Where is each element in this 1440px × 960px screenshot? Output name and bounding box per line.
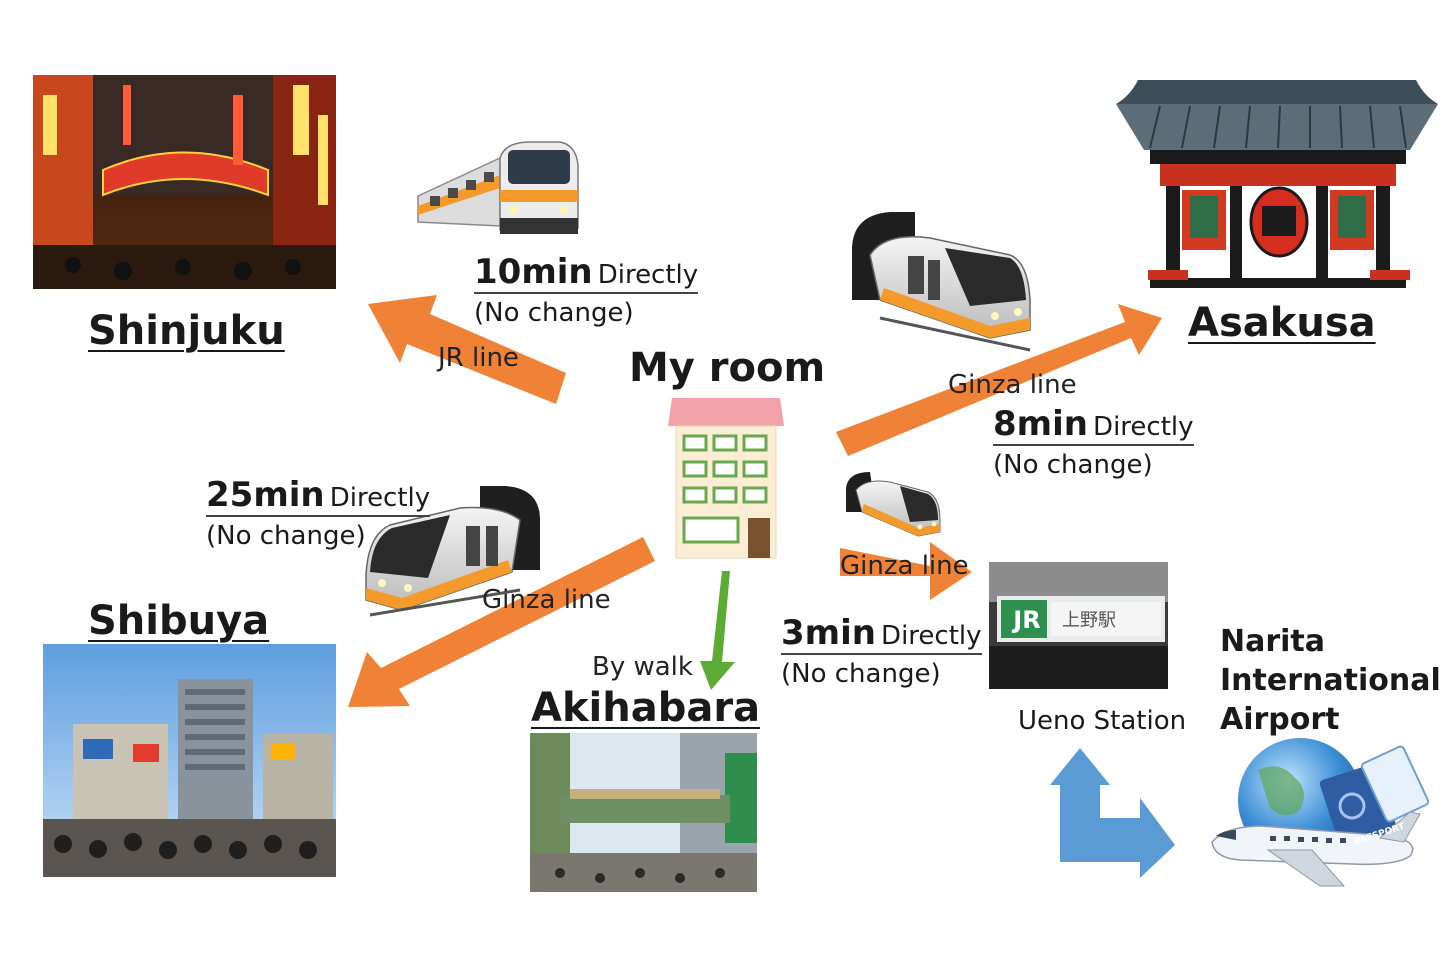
asakusa-note: (No change) (993, 449, 1153, 480)
asakusa-line-label: Ginza line (948, 370, 1077, 400)
arrow-to-asakusa (836, 304, 1162, 456)
arrow-to-shibuya (348, 537, 655, 707)
ueno-station-label: Ueno Station (1018, 706, 1187, 736)
shibuya-time: 25min (206, 475, 325, 515)
shibuya-label: Shibuya (88, 598, 270, 644)
narita-label-line-1: Narita (1220, 624, 1326, 659)
arrow-walk-akihabara (700, 571, 735, 690)
arrow-to-ueno (840, 542, 972, 600)
ueno-line-label: Ginza line (840, 551, 969, 581)
my-room-label: My room (629, 345, 826, 391)
subway-train-icon (846, 472, 941, 537)
subway-train-icon (365, 486, 540, 617)
train-icon (417, 141, 579, 234)
asakusa-time: 8min (993, 404, 1088, 444)
airplane-globe-icon (1211, 738, 1430, 887)
akihabara-label: Akihabara (531, 685, 761, 731)
shibuya-line-label: Ginza line (482, 585, 611, 615)
gate-icon (1116, 80, 1438, 288)
ueno-note: (No change) (781, 658, 941, 689)
asakusa-label: Asakusa (1188, 300, 1376, 346)
shinjuku-label: Shinjuku (88, 308, 285, 354)
ueno-mode: Directly (881, 621, 982, 651)
ueno-time: 3min (781, 613, 876, 653)
narita-label-line-2: International (1220, 663, 1440, 698)
asakusa-travel-info: 8min Directly (No change) (993, 404, 1194, 481)
shinjuku-note: (No change) (474, 297, 634, 328)
shinjuku-mode: Directly (597, 260, 699, 290)
akihabara-photo (530, 733, 757, 892)
shinjuku-photo (33, 75, 336, 289)
shibuya-travel-info: 25min Directly (No change) (206, 475, 431, 552)
narita-label: Narita International Airport (1220, 622, 1440, 739)
ueno-travel-info: 3min Directly (No change) (781, 613, 982, 690)
shibuya-mode: Directly (329, 483, 431, 513)
shibuya-note: (No change) (206, 520, 366, 551)
asakusa-mode: Directly (1093, 412, 1194, 442)
jr-logo: JR (1013, 606, 1041, 634)
shinjuku-time: 10min (474, 252, 593, 292)
transfer-arrow-icon (1050, 748, 1175, 878)
arrow-to-shinjuku (368, 295, 566, 404)
akihabara-line-label: By walk (592, 652, 693, 682)
shinjuku-travel-info: 10min Directly (No change) (474, 252, 699, 329)
ueno-sign: 上野駅 (1062, 610, 1116, 631)
narita-label-line-3: Airport (1220, 702, 1340, 737)
subway-train-icon (852, 212, 1031, 352)
shibuya-photo (43, 644, 336, 877)
shinjuku-line-label: JR line (438, 343, 519, 373)
ueno-station-photo (989, 562, 1168, 689)
building-icon (668, 398, 784, 559)
